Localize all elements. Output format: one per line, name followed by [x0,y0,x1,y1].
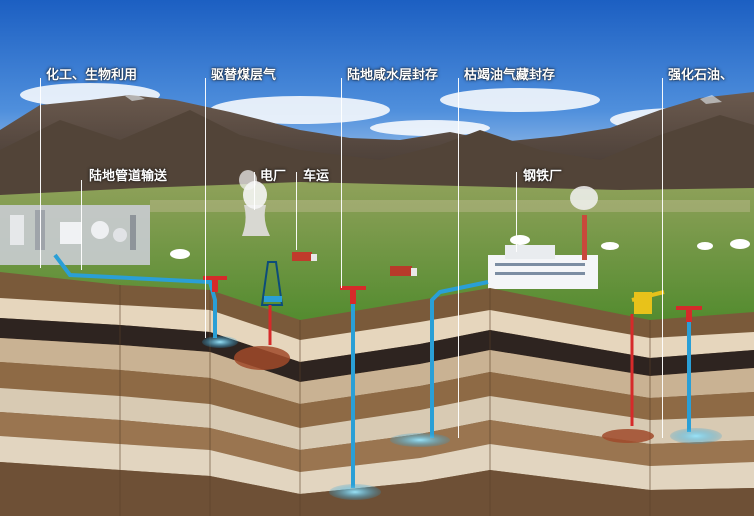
leader-line-depleted [458,78,459,438]
snow-caps [125,94,722,104]
leader-line-pipeline [81,180,82,270]
label-eor: 强化石油、 [668,68,734,83]
label-truck: 车运 [303,169,330,184]
leader-line-truck [296,172,297,250]
surface-pipeline [53,253,217,338]
label-saline: 陆地咸水层封存 [347,68,439,83]
label-depleted: 枯竭油气藏封存 [464,68,556,83]
leader-line-saline [341,78,342,288]
distant-plain [150,200,750,212]
leader-line-chem-bio [40,78,41,268]
yurts [170,235,750,259]
power-plant [239,170,270,236]
chemical-plant [0,205,150,265]
label-ecbm: 驱替煤层气 [211,68,277,83]
leader-line-ecbm [205,78,206,338]
leader-line-steel-plant [516,172,517,252]
depleted-reservoir-pipe [390,280,489,447]
saline-well [329,286,381,500]
label-power-plant: 电厂 [260,169,287,184]
steel-plant [488,186,598,289]
leader-line-eor [662,78,663,438]
geologic-strata [0,272,754,516]
label-pipeline: 陆地管道输送 [89,169,168,184]
eor-wells [602,290,722,444]
label-chem-bio: 化工、生物利用 [46,68,138,83]
ecbm-wells [202,261,290,370]
leader-line-power-plant [254,172,255,210]
trucks [292,252,417,276]
label-steel-plant: 钢铁厂 [523,169,563,184]
mountains-mid [0,110,754,210]
